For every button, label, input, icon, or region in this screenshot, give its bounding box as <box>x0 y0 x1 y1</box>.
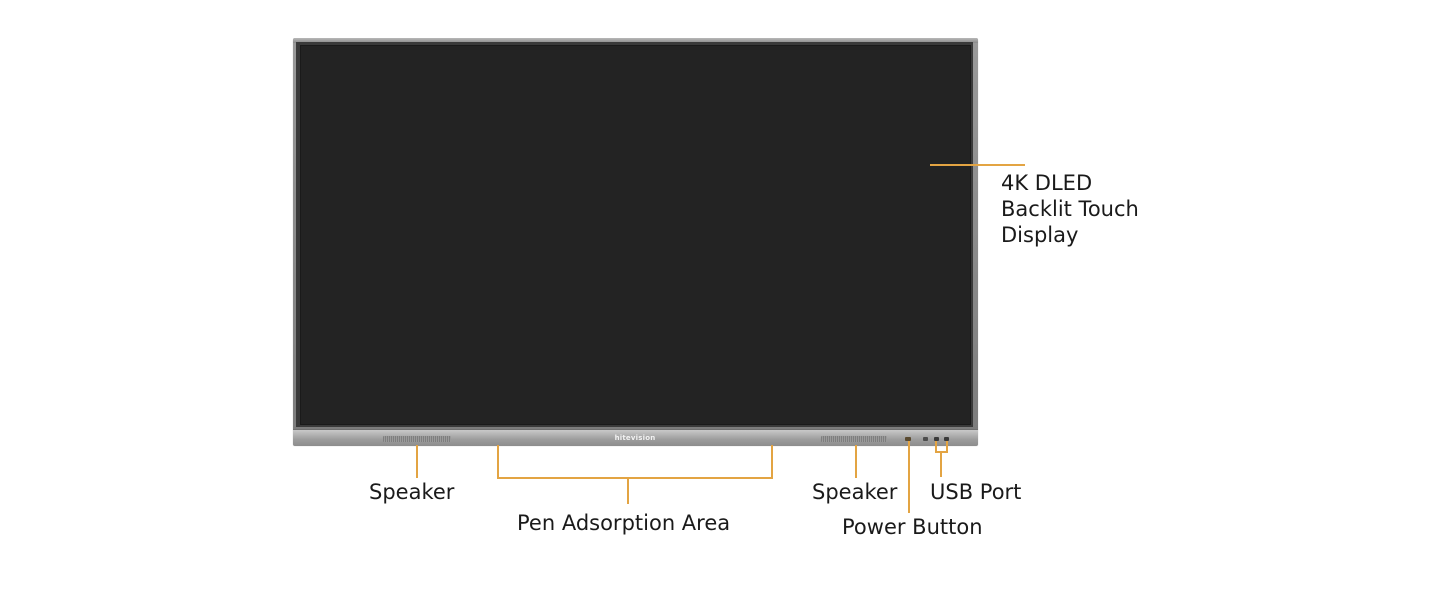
speaker-grill-left <box>383 436 451 442</box>
display-screen <box>300 45 971 425</box>
leader-line-power-button <box>908 441 910 513</box>
monitor-top-bezel <box>293 38 978 43</box>
leader-bracket-usb-right <box>946 441 948 453</box>
leader-line-speaker-left <box>416 445 418 478</box>
leader-line-display <box>930 164 1025 166</box>
leader-bracket-usb-stem <box>940 451 942 477</box>
power-button-indicator <box>905 437 911 441</box>
leader-bracket-pen-right <box>771 445 773 479</box>
port-indicator-1 <box>923 437 928 441</box>
usb-port-indicator-1 <box>934 437 939 441</box>
speaker-grill-right <box>821 436 887 442</box>
label-speaker-left: Speaker <box>369 480 455 504</box>
label-usb-port: USB Port <box>930 480 1022 504</box>
label-speaker-right: Speaker <box>812 480 898 504</box>
label-pen-adsorption-area: Pen Adsorption Area <box>517 511 731 535</box>
brand-logo: hitevision <box>614 434 656 442</box>
leader-line-speaker-right <box>855 445 857 478</box>
label-power-button: Power Button <box>842 515 983 539</box>
leader-bracket-pen-bottom <box>497 477 773 479</box>
monitor-bottom-bar <box>293 429 978 446</box>
leader-bracket-pen-stem <box>627 477 629 504</box>
leader-bracket-usb-left <box>935 441 937 453</box>
label-display: 4K DLED Backlit Touch Display <box>1001 171 1139 247</box>
leader-bracket-pen-left <box>497 445 499 479</box>
usb-port-indicator-2 <box>944 437 949 441</box>
